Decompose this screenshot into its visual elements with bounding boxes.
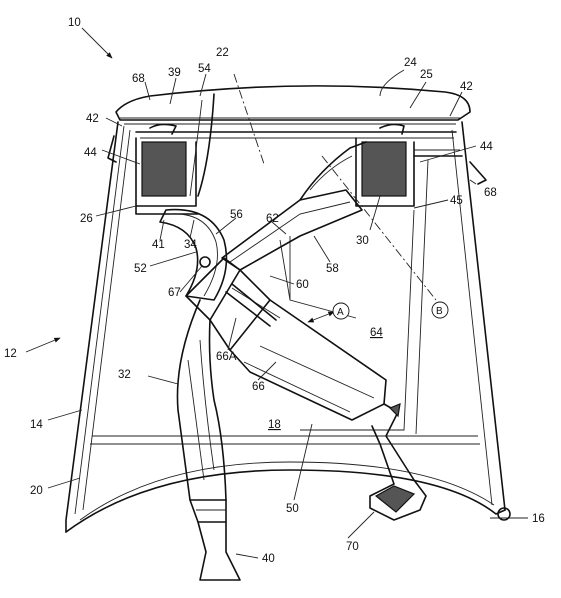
- left-wall-14: [65, 121, 119, 533]
- tube-assembly-50: [185, 141, 427, 521]
- label-14: 14: [30, 419, 43, 431]
- label-50: 50: [286, 503, 299, 515]
- label-68-right: 68: [484, 187, 497, 199]
- outlet-40: [197, 521, 241, 581]
- elbow-52: [159, 208, 228, 301]
- label-axis-A: A: [337, 307, 344, 318]
- callout-labels: 10 12 14 16 18 20 22 24 25 26 30 32 34 3…: [4, 17, 545, 565]
- frame: [135, 123, 463, 435]
- label-70: 70: [346, 541, 359, 553]
- label-30: 30: [356, 235, 369, 247]
- label-42-right: 42: [460, 81, 473, 93]
- lid-24: [115, 85, 471, 121]
- axis-B-marker: [431, 301, 449, 319]
- label-62: 62: [266, 213, 279, 225]
- label-10: 10: [68, 17, 81, 29]
- label-44-right: 44: [480, 141, 493, 153]
- axis-B-line: [321, 155, 437, 301]
- label-12: 12: [4, 348, 17, 360]
- label-66: 66: [252, 381, 265, 393]
- label-52: 52: [134, 263, 147, 275]
- label-67: 67: [168, 287, 181, 299]
- seal-left-44: [141, 141, 187, 197]
- label-32: 32: [118, 369, 131, 381]
- label-40: 40: [262, 553, 275, 565]
- chamber-64: [300, 209, 415, 431]
- leaders: [25, 27, 528, 559]
- label-58: 58: [326, 263, 339, 275]
- label-64: 64: [370, 327, 383, 339]
- label-56: 56: [230, 209, 243, 221]
- label-45: 45: [450, 195, 463, 207]
- label-24: 24: [404, 57, 417, 69]
- label-axis-B: B: [436, 306, 443, 317]
- label-68-left: 68: [132, 73, 145, 85]
- inner-tube-66A: [225, 283, 277, 327]
- label-18: 18: [268, 419, 281, 431]
- label-25: 25: [420, 69, 433, 81]
- arm-70: [369, 403, 427, 521]
- label-41: 41: [152, 239, 165, 251]
- axis-A-marker: [332, 302, 350, 320]
- pin-67: [199, 256, 211, 268]
- label-34: 34: [184, 239, 197, 251]
- label-66A: 66A: [216, 351, 237, 363]
- right-wall: [461, 121, 506, 511]
- foot-16: [497, 507, 511, 521]
- housing: [65, 85, 511, 533]
- label-22: 22: [216, 47, 229, 59]
- bag-32: [176, 93, 241, 581]
- label-26: 26: [80, 213, 93, 225]
- seal-right-44: [361, 141, 407, 197]
- label-39: 39: [168, 67, 181, 79]
- label-44-left: 44: [84, 147, 97, 159]
- label-16: 16: [532, 513, 545, 525]
- label-42-left: 42: [86, 113, 99, 125]
- label-20: 20: [30, 485, 43, 497]
- label-60: 60: [296, 279, 309, 291]
- label-54: 54: [198, 63, 211, 75]
